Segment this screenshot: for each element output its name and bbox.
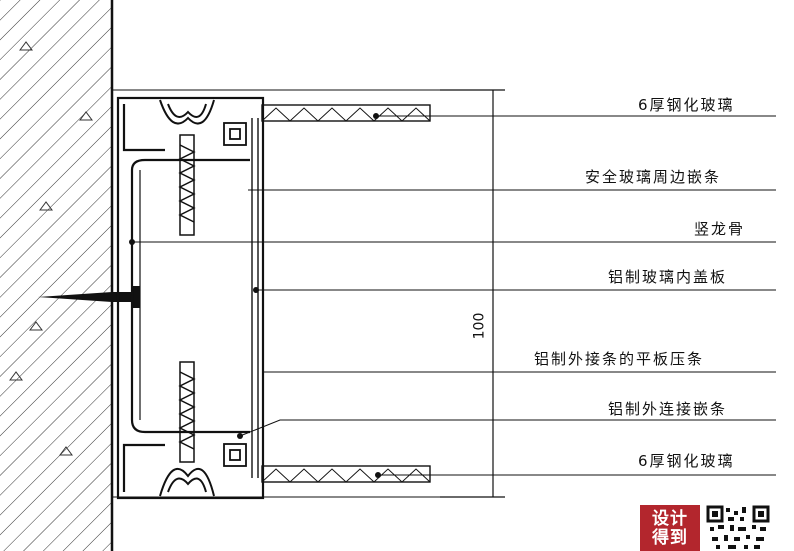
clip-profile-bottom — [159, 467, 215, 497]
glass-pane-bottom — [261, 465, 431, 483]
label-outer-strip: 铝制外连接嵌条 — [608, 400, 728, 418]
dimension-line — [440, 89, 505, 498]
screw-top — [178, 134, 196, 236]
clip-profile-top — [159, 99, 215, 125]
qr-code-icon — [706, 505, 770, 551]
label-edge-strip: 安全玻璃周边嵌条 — [585, 168, 722, 186]
leader-dots — [129, 113, 381, 478]
glass-edge-strip-bottom — [223, 443, 247, 467]
screw-bottom — [178, 361, 196, 463]
watermark-badge: 设计 得到 — [640, 505, 700, 551]
glass-edge-strip-top — [223, 122, 247, 146]
label-inner-cover: 铝制玻璃内盖板 — [608, 268, 728, 286]
concrete-wall — [0, 0, 114, 551]
label-outer-press: 铝制外接条的平板压条 — [534, 350, 705, 368]
label-mullion: 竖龙骨 — [694, 220, 746, 238]
label-glass-top: 6厚钢化玻璃 — [638, 96, 735, 114]
anchor-bolt — [38, 286, 140, 308]
extension-lines — [112, 89, 440, 498]
leader-lines — [132, 115, 776, 476]
label-glass-bottom: 6厚钢化玻璃 — [638, 452, 735, 470]
badge-line-1: 设计 — [652, 509, 688, 529]
badge-line-2: 得到 — [652, 528, 688, 548]
vertical-mullion — [116, 96, 265, 500]
glass-pane-top — [261, 104, 431, 122]
dimension-value: 100 — [471, 312, 488, 340]
